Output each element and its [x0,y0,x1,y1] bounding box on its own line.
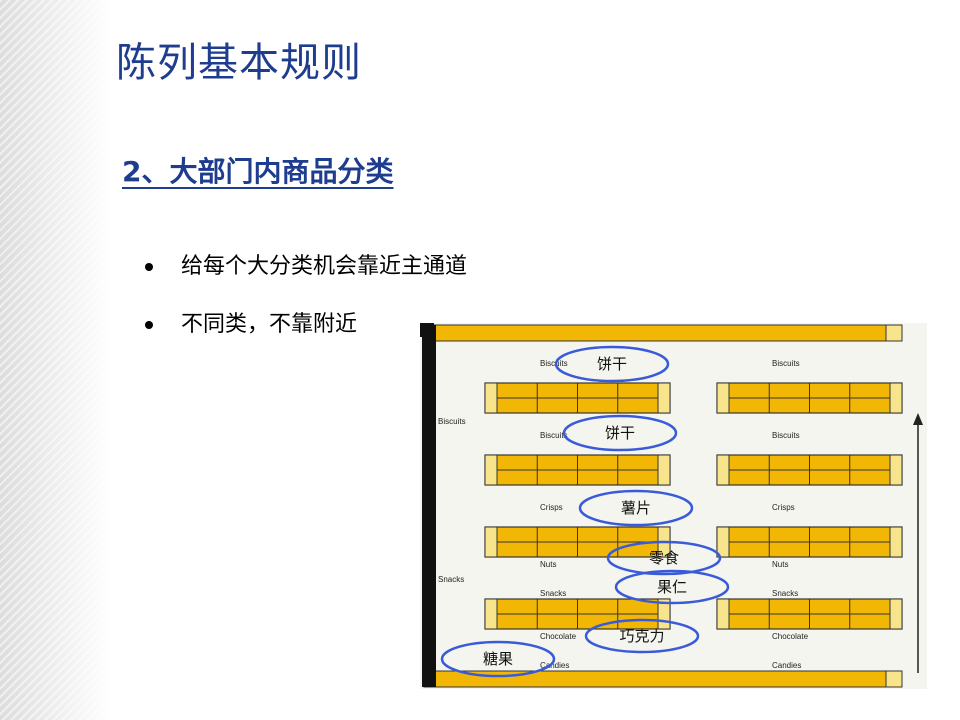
shelf-end [889,526,903,558]
annotation-ellipse [578,489,694,527]
bullet-text: 给每个大分类机会靠近主通道 [181,254,468,279]
top-wall-shelf [423,324,903,342]
aisle-label-left: Biscuits [540,431,568,440]
aisle-label-right: Chocolate [772,632,809,641]
shelf-end [716,454,730,486]
annotation-label: 饼干 [605,424,635,442]
annotation-label: 糖果 [483,650,513,668]
aisle-label-right: Nuts [772,560,788,569]
bullet-item: 给每个大分类机会靠近主通道 [145,238,467,296]
aisle-label-right: Snacks [772,589,798,598]
shelf-end [889,454,903,486]
shelf-unit [716,526,903,558]
top-wall-shelf-end [885,324,903,342]
shelf-unit [484,526,671,558]
shelf-end [716,382,730,414]
left-decoration [0,0,110,720]
shelf-unit [484,382,671,414]
shelf-end [716,526,730,558]
shelf-end [657,382,671,414]
annotation-label: 零食 [649,549,679,567]
diagram-background [420,323,927,689]
aisle-label-left: Crisps [540,503,563,512]
shelf-end [716,598,730,630]
aisle-label-right: Biscuits [772,359,800,368]
aisle-label-right: Candies [772,661,801,670]
annotation-ellipse [606,540,722,576]
shelf-end [484,382,498,414]
page-title: 陈列基本规则 [116,40,362,86]
annotation-ellipse [440,640,556,678]
aisle-label-left: Nuts [540,560,556,569]
subtitle-number: 2 [122,155,142,188]
annotation-label: 果仁 [657,578,687,596]
annotation-ellipse [562,414,678,452]
bullet-text: 不同类，不靠附近 [181,312,358,337]
wall-label-snacks: Snacks [438,575,464,584]
shelf-end [484,526,498,558]
shelf-end [889,598,903,630]
bullet-item: 不同类，不靠附近 [145,296,467,354]
annotation-label: 薯片 [621,499,651,517]
shelf-unit [484,454,671,486]
shelf-end [484,454,498,486]
shelf-unit [716,598,903,630]
subtitle-text: 、大部门内商品分类 [141,155,394,188]
bullet-dot-icon [145,321,153,329]
annotation-label: 饼干 [597,355,627,373]
aisle-label-left: Chocolate [540,632,577,641]
annotation-ellipse [584,618,700,654]
aisle-label-left: Candies [540,661,569,670]
bottom-wall-shelf [423,670,903,688]
shelf-unit [716,382,903,414]
bullet-list: 给每个大分类机会靠近主通道 不同类，不靠附近 [145,238,467,354]
annotation-ellipse [614,569,730,605]
shelf-unit [716,454,903,486]
aisle-arrow-icon [913,413,923,425]
aisle-label-right: Biscuits [772,431,800,440]
aisle-label-left: Snacks [540,589,566,598]
wall-label-biscuits: Biscuits [438,417,466,426]
bullet-dot-icon [145,263,153,271]
section-subtitle: 2、大部门内商品分类 [122,150,394,190]
aisle-label-left: Biscuits [540,359,568,368]
annotation-ellipse [554,345,670,383]
shelf-unit [484,598,671,630]
store-layout-diagram: Biscuits Snacks Biscuits Biscuits Crisps… [420,323,927,689]
shelf-end [657,454,671,486]
left-wall-cap [420,323,434,337]
annotation-label: 巧克力 [619,627,664,645]
shelf-end [889,382,903,414]
shelf-end [484,598,498,630]
aisle-label-right: Crisps [772,503,795,512]
left-wall [422,325,436,687]
bottom-wall-shelf-end [885,670,903,688]
shelf-units [484,382,903,630]
